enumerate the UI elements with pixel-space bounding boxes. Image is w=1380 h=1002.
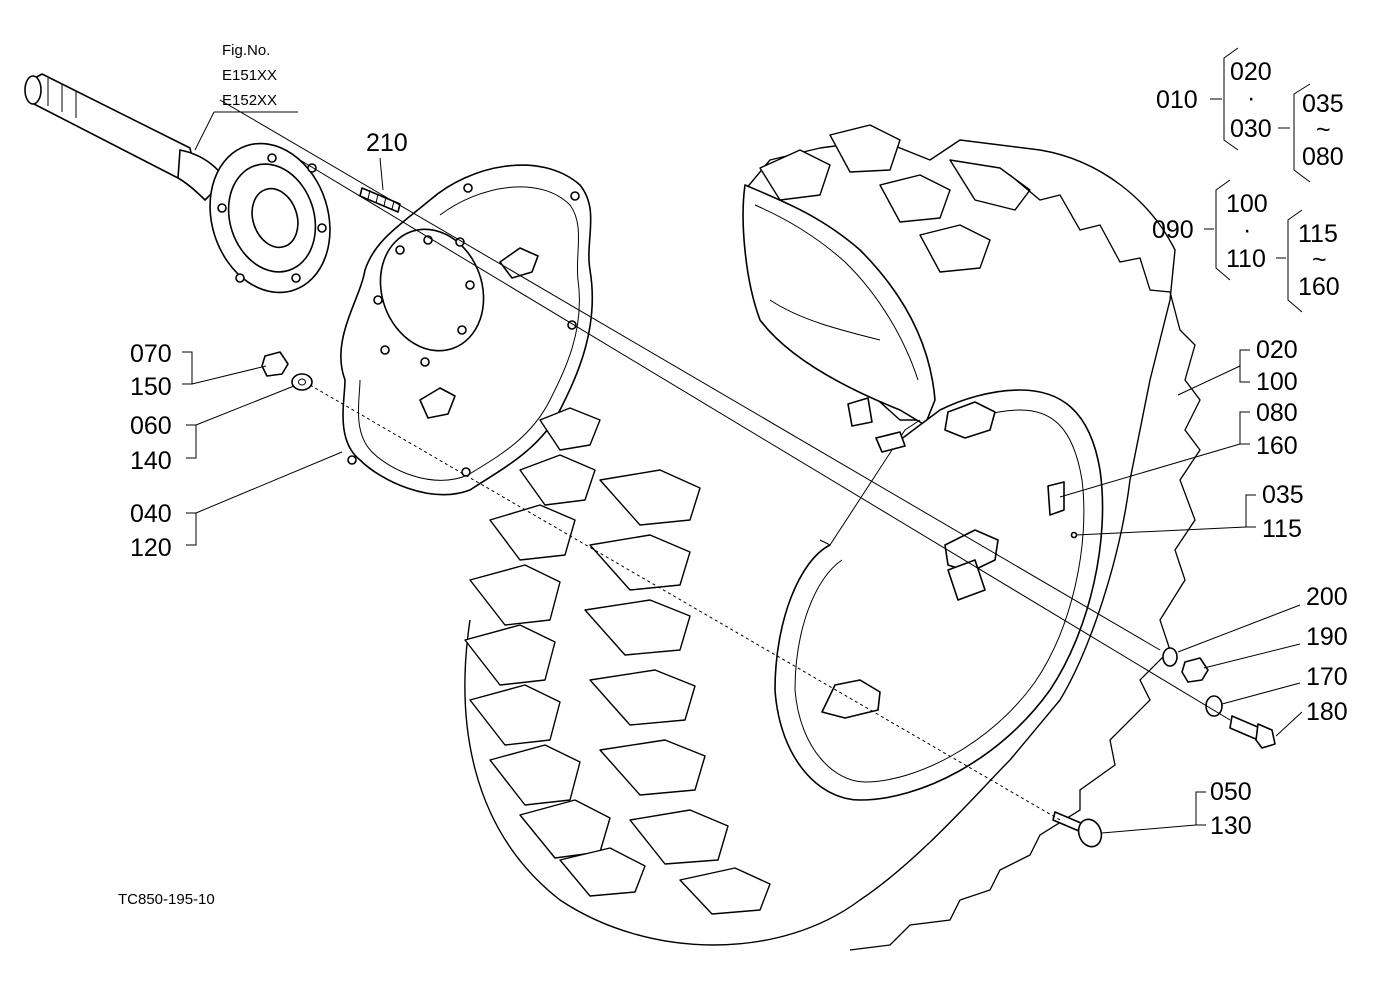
part-labels: 210 070 150 060 140 040 120 020 100 080 … — [130, 129, 1348, 840]
tree1-b: 030 — [1230, 115, 1272, 143]
label-130: 130 — [1210, 812, 1252, 840]
part-tree-090 — [1204, 179, 1303, 313]
washer-060 — [291, 373, 313, 391]
label-035: 035 — [1262, 481, 1304, 509]
stud-210 — [359, 187, 401, 213]
tree2-root: 090 — [1152, 216, 1194, 244]
label-080: 080 — [1256, 399, 1298, 427]
label-050: 050 — [1210, 778, 1252, 806]
tree-labels: 010 020 · 030 035 ~ 080 090 100 · 110 11… — [1152, 58, 1344, 301]
fig-number-2: E152XX — [222, 92, 277, 109]
tree1-d: 080 — [1302, 143, 1344, 171]
fig-title: Fig.No. — [222, 42, 270, 59]
label-210: 210 — [366, 129, 408, 157]
drawing-code: TC850-195-10 — [118, 891, 215, 908]
hardware — [261, 351, 1276, 848]
leader-lines — [182, 157, 1303, 834]
tree1-a: 020 — [1230, 58, 1272, 86]
washer-170 — [1205, 695, 1223, 717]
bolt-180 — [1229, 715, 1261, 741]
tree2-d: 160 — [1298, 273, 1340, 301]
washer-200 — [1162, 647, 1178, 667]
label-170: 170 — [1306, 663, 1348, 691]
tree1-sep: · — [1247, 84, 1255, 112]
label-160: 160 — [1256, 432, 1298, 460]
label-150: 150 — [130, 373, 172, 401]
tree1-tilde: ~ — [1316, 116, 1331, 144]
nut-190 — [1181, 657, 1209, 683]
label-200: 200 — [1306, 583, 1348, 611]
wheel-rim — [774, 389, 1104, 801]
label-100: 100 — [1256, 368, 1298, 396]
axle-shaft — [24, 73, 331, 294]
tree2-sep: · — [1243, 216, 1251, 244]
valve-stem — [847, 397, 906, 453]
label-120: 120 — [130, 534, 172, 562]
fig-number-1: E151XX — [222, 67, 277, 84]
tree1-c: 035 — [1302, 90, 1344, 118]
label-115: 115 — [1262, 515, 1302, 543]
axis-lines — [219, 99, 1231, 821]
tree2-b: 110 — [1226, 245, 1266, 273]
label-060: 060 — [130, 412, 172, 440]
part-tree-010 — [1210, 47, 1311, 183]
label-190: 190 — [1306, 623, 1348, 651]
figure-number-block: Fig.No. E151XX E152XX — [194, 42, 298, 151]
tree2-tilde: ~ — [1312, 246, 1327, 274]
label-070: 070 — [130, 340, 172, 368]
label-020: 020 — [1256, 336, 1298, 364]
tree1-root: 010 — [1156, 86, 1198, 114]
label-140: 140 — [130, 447, 172, 475]
tree2-c: 115 — [1298, 220, 1338, 248]
tree2-a: 100 — [1226, 190, 1268, 218]
label-180: 180 — [1306, 698, 1348, 726]
label-040: 040 — [130, 500, 172, 528]
nut-070 — [261, 351, 289, 377]
wheel-disc — [340, 164, 594, 496]
